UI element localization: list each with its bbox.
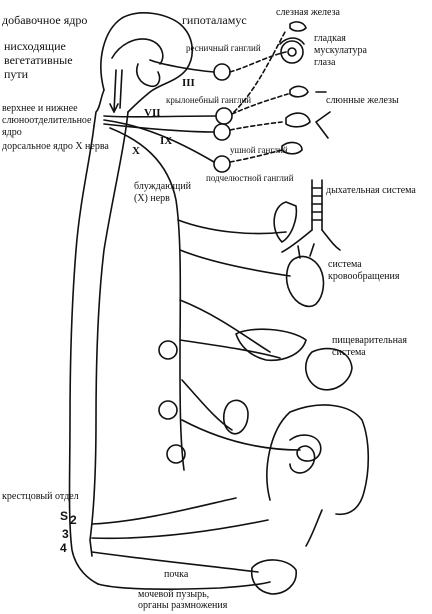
- vagus-nerve-label-2: (X) нерв: [134, 193, 170, 204]
- eye-lid: [279, 37, 305, 45]
- heart-icon: [285, 255, 325, 308]
- brain-inner-contour: [111, 38, 164, 65]
- salivary-gland-1-icon: [289, 85, 309, 98]
- large-intestine-icon: [266, 404, 370, 516]
- rectum-icon: [305, 509, 323, 547]
- sacral-segment-s: S: [60, 509, 69, 523]
- pterygopalatine-postganglionic: [231, 93, 289, 115]
- descending-pathways-label-3: пути: [4, 67, 29, 81]
- eye-pupil-icon: [287, 47, 297, 57]
- trachea-rings: [311, 187, 323, 221]
- nerve-iii-numeral: III: [182, 77, 195, 89]
- kidney-label: почка: [164, 569, 189, 580]
- nerve-vii-chorda: [103, 119, 215, 163]
- vagus-branch-intestine: [181, 419, 301, 451]
- digestive-system-label-2: система: [332, 347, 366, 358]
- salivatory-nucleus-label-3: ядро: [2, 127, 22, 138]
- brain-outline: [100, 12, 193, 113]
- spinal-cord-right-edge: [89, 111, 129, 557]
- bronchi-icon: [281, 229, 341, 253]
- smooth-muscle-label-2: мускулатура: [314, 45, 367, 56]
- eye-icon: [280, 40, 304, 64]
- lung-icon: [273, 201, 298, 243]
- nerve-vii-numeral: VII: [144, 107, 161, 119]
- vagus-branch-respiratory: [177, 219, 287, 235]
- salivary-glands-label: слюнные железы: [326, 95, 399, 106]
- salivatory-nucleus-label-1: верхнее и нижнее: [2, 103, 78, 114]
- pterygopalatine-ganglion-label: крылонебный ганглий: [166, 95, 252, 105]
- dorsal-nucleus-x-label: дорсальное ядро X нерва: [2, 141, 109, 152]
- submandibular-ganglion-node: [213, 155, 231, 173]
- nerve-iii: [149, 59, 215, 73]
- liver-icon: [235, 328, 307, 362]
- sacral-segment-3: 3: [62, 527, 69, 541]
- circulatory-system-label-2: кровообращения: [328, 271, 400, 282]
- otic-postganglionic: [229, 121, 283, 131]
- salivary-gland-2-icon: [285, 112, 311, 128]
- descending-path-1: [113, 69, 117, 113]
- respiratory-system-label: дыхательная система: [326, 185, 416, 196]
- salivary-gland-3-icon: [281, 141, 303, 155]
- brainstem-outline: [93, 89, 105, 127]
- lacrimal-gland-icon: [289, 21, 307, 32]
- accessory-nucleus-label: добавочное ядро: [2, 13, 88, 27]
- vagus-branch-kidney: [181, 379, 233, 431]
- submandibular-postganglionic: [229, 149, 283, 163]
- smooth-muscle-label-3: глаза: [314, 57, 336, 68]
- sacral-nerve-2: [91, 497, 237, 525]
- bladder-icon: [250, 559, 297, 595]
- descending-path-2: [119, 69, 123, 109]
- small-intestine-icon: [289, 434, 322, 474]
- chain-circle-2: [158, 400, 178, 420]
- descending-path-arrow: [109, 103, 119, 113]
- sacral-segment-2: 2: [70, 513, 77, 527]
- digestive-system-label-1: пищеварительная: [332, 335, 407, 346]
- submandibular-ganglion-label: подчелюстной ганглий: [206, 173, 294, 183]
- circulatory-system-label-1: система: [328, 259, 362, 270]
- lacrimal-line: [233, 29, 287, 113]
- vagus-branch-stomach: [179, 299, 271, 353]
- heart-vessels: [297, 243, 315, 259]
- descending-pathways-label-2: вегетативные: [4, 53, 73, 67]
- vagus-branch-heart: [179, 249, 291, 277]
- nerve-ix: [103, 123, 215, 133]
- spinal-cord-left-edge: [68, 125, 99, 585]
- nerve-vii: [103, 115, 217, 118]
- hypothalamus-label: гипоталамус: [182, 13, 247, 27]
- ciliary-ganglion-node: [213, 63, 231, 81]
- chain-circle-3: [166, 444, 186, 464]
- ciliary-postganglionic: [229, 51, 287, 73]
- salivatory-nucleus-label-2: слюноотделительное: [2, 115, 92, 126]
- nerve-x-numeral: X: [132, 145, 140, 157]
- chain-circle-1: [158, 340, 178, 360]
- ciliary-ganglion-label: ресничный ганглий: [186, 43, 261, 53]
- vagus-nerve-label-1: блуждающий: [134, 181, 192, 192]
- descending-pathways-label-1: нисходящие: [4, 39, 66, 53]
- sacral-segment-4: 4: [60, 541, 67, 555]
- cauda: [97, 581, 271, 590]
- sacral-nerve-3: [91, 519, 269, 540]
- vagus-branch-liver: [179, 339, 281, 359]
- sacral-division-label: крестцовый отдел: [2, 491, 79, 502]
- stomach-icon: [305, 347, 353, 391]
- smooth-muscle-label-1: гладкая: [314, 33, 346, 44]
- kidney-icon: [222, 399, 249, 435]
- lacrimal-gland-label: слезная железа: [276, 7, 340, 18]
- bladder-label-1: мочевой пузырь,: [138, 589, 210, 600]
- nerve-ix-numeral: IX: [160, 135, 173, 147]
- vagus-nerve-trunk: [109, 127, 185, 471]
- salivary-lines: [315, 91, 331, 139]
- otic-ganglion-label: ушной ганглий: [230, 145, 288, 155]
- hypothalamus-contour: [135, 63, 161, 88]
- bladder-label-2: органы размножения: [138, 600, 228, 611]
- pterygopalatine-ganglion-node: [215, 107, 233, 125]
- sacral-nerve-4: [91, 551, 259, 573]
- otic-ganglion-node: [213, 123, 231, 141]
